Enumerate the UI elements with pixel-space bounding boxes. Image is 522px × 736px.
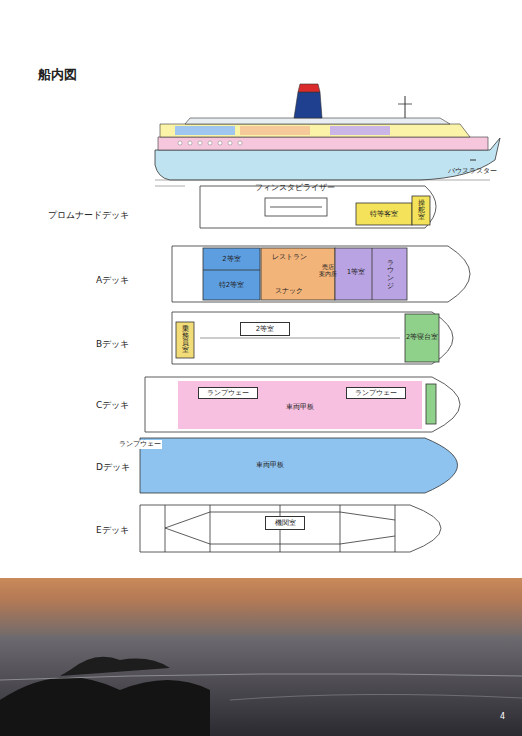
room-label: レストラン [272,253,307,261]
cabin-room: 2等室 [203,248,260,270]
ramp-way: ランプウェー [346,387,406,399]
room-label: 1等室 [347,268,365,276]
cabin-room: 2等寝台室 [404,318,440,358]
room-label: 特2等室 [219,281,244,289]
room-label: 乗務員室 [182,326,189,355]
page-number: 4 [500,712,505,721]
d-deck-plan [135,438,458,493]
a-deck-plan [172,246,470,302]
room-label: スナック [275,287,303,295]
b-deck-plan [172,312,453,364]
promenade-deck-plan [200,186,436,228]
room-label: 案内所 [319,271,337,278]
deck-name: Bデッキ [96,338,129,351]
crew-room: 乗務員室 [176,322,194,358]
ship-profile [155,84,500,186]
deck-name: Dデッキ [96,461,130,474]
room-label: 機関室 [275,519,296,527]
room-label: 2等寝台室 [406,334,438,341]
part-label: フィンスタビライザー [255,182,335,193]
engine-room: 機関室 [265,516,305,530]
room-label: 車両甲板 [256,461,284,469]
room-label: 特等客室 [370,210,398,218]
page-title: 船内図 [38,66,77,84]
deck-name: プロムナードデッキ [48,209,129,222]
cabin-room: 特2等室 [203,270,260,300]
lounge-room: ラウンジ [376,252,404,298]
ramp-way: ランプウェー [198,387,258,399]
room-label: ランプウェー [207,389,249,397]
shop-room: 売店案内所 [316,258,340,284]
cabin-room: 1等室 [340,262,372,282]
room-label: 操舵室 [418,200,425,221]
e-deck-plan [140,505,441,552]
bridge-room: 操舵室 [412,196,430,225]
deck-name: Cデッキ [96,399,129,412]
room-label: 2等室 [256,325,274,333]
vehicle-deck: 車両甲板 [240,458,300,472]
room-label: ラウンジ [387,260,394,291]
c-deck-plan [145,377,460,432]
room-label: 2等室 [222,255,240,263]
room-label: 売店 [322,264,334,271]
part-label: ランプウェー [118,440,162,449]
sunset-photo [0,578,522,736]
restaurant-room: レストラン [263,250,315,264]
deck-name: Eデッキ [96,524,129,537]
vehicle-deck: 車両甲板 ランプウェー ランプウェー [178,381,422,429]
deck-name: Aデッキ [96,274,129,287]
cabin-room: 2等室 [240,322,290,336]
room-label: 車両甲板 [286,403,314,411]
cabin-room: 特等客室 [356,203,412,225]
part-label: バウスラスター [448,166,497,176]
snack-room: スナック [263,284,315,298]
room-label: ランプウェー [355,389,397,397]
